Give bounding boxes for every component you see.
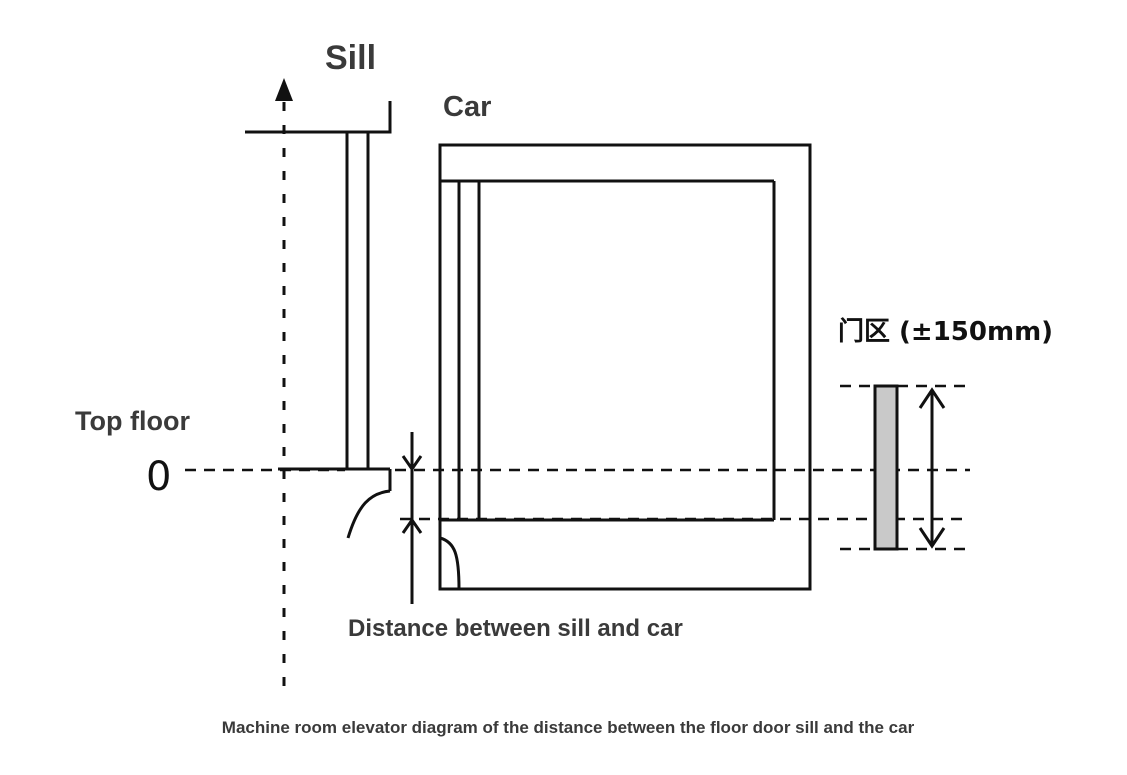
distance-label: Distance between sill and car (348, 615, 683, 642)
car-structure (438, 143, 812, 591)
sill-car-distance-dimension (401, 432, 423, 604)
zero-level-label: 0 (146, 454, 171, 500)
arrow-up-icon (401, 517, 423, 534)
door-zone-label: 门区 (±150mm) (838, 317, 1053, 347)
diagram-caption: Machine room elevator diagram of the dis… (222, 718, 915, 737)
axis-arrow-up-icon (275, 78, 293, 101)
sill-label: Sill (325, 39, 376, 77)
door-zone-indicator (840, 384, 968, 551)
arrow-down-icon (918, 527, 946, 549)
arrow-down-icon (401, 455, 423, 472)
vertical-axis (275, 78, 293, 690)
car-label: Car (443, 91, 491, 123)
floor-level-lines (185, 468, 970, 521)
door-zone-bar (873, 384, 899, 551)
landing-sill (245, 101, 392, 539)
arrow-up-icon (918, 387, 946, 409)
top-floor-label: Top floor (75, 406, 190, 436)
